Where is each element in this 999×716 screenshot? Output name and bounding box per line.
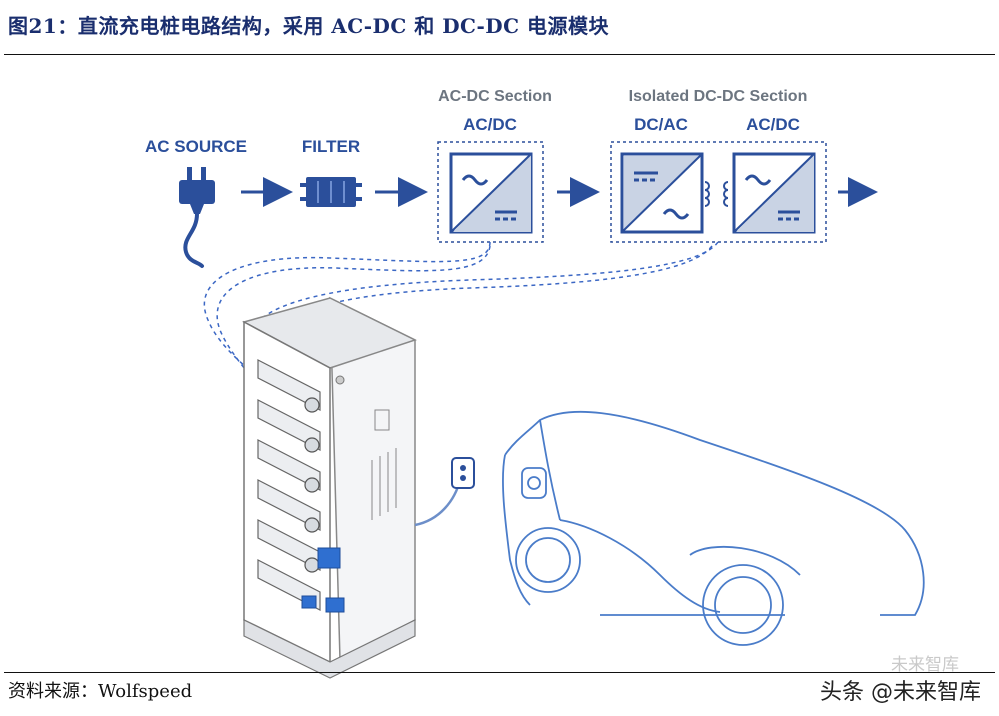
watermark: 头条 @未来智库 (820, 680, 981, 705)
watermark-overlay: 未来智库 (891, 655, 959, 675)
footer-divider (4, 672, 995, 673)
acdc-module-label: AC/DC (463, 115, 517, 134)
dcdc-section-label: Isolated DC-DC Section (629, 88, 808, 105)
acdc-section-label: AC-DC Section (438, 88, 552, 105)
charging-station-cabinet (241, 296, 417, 679)
electric-car-outline (502, 410, 925, 646)
dcac-converter-icon (620, 152, 704, 234)
acdc-module-2-label: AC/DC (746, 115, 800, 134)
figure-title: 图21：直流充电桩电路结构，采用 AC-DC 和 DC-DC 电源模块 (8, 14, 610, 38)
source-note: 资料来源：Wolfspeed (8, 681, 193, 702)
ac-source-label: AC SOURCE (145, 137, 247, 156)
ac-plug-icon (179, 167, 215, 268)
dcac-module-label: DC/AC (634, 115, 688, 134)
acdc-converter-2-icon (732, 152, 816, 234)
filter-icon (300, 177, 362, 207)
acdc-section-box (437, 141, 544, 243)
dcdc-section-box (610, 141, 827, 243)
filter-label: FILTER (302, 137, 360, 156)
charging-cable (414, 457, 475, 527)
transformer-coil-icon (704, 181, 729, 207)
acdc-converter-icon (449, 152, 533, 234)
title-divider (4, 54, 995, 55)
